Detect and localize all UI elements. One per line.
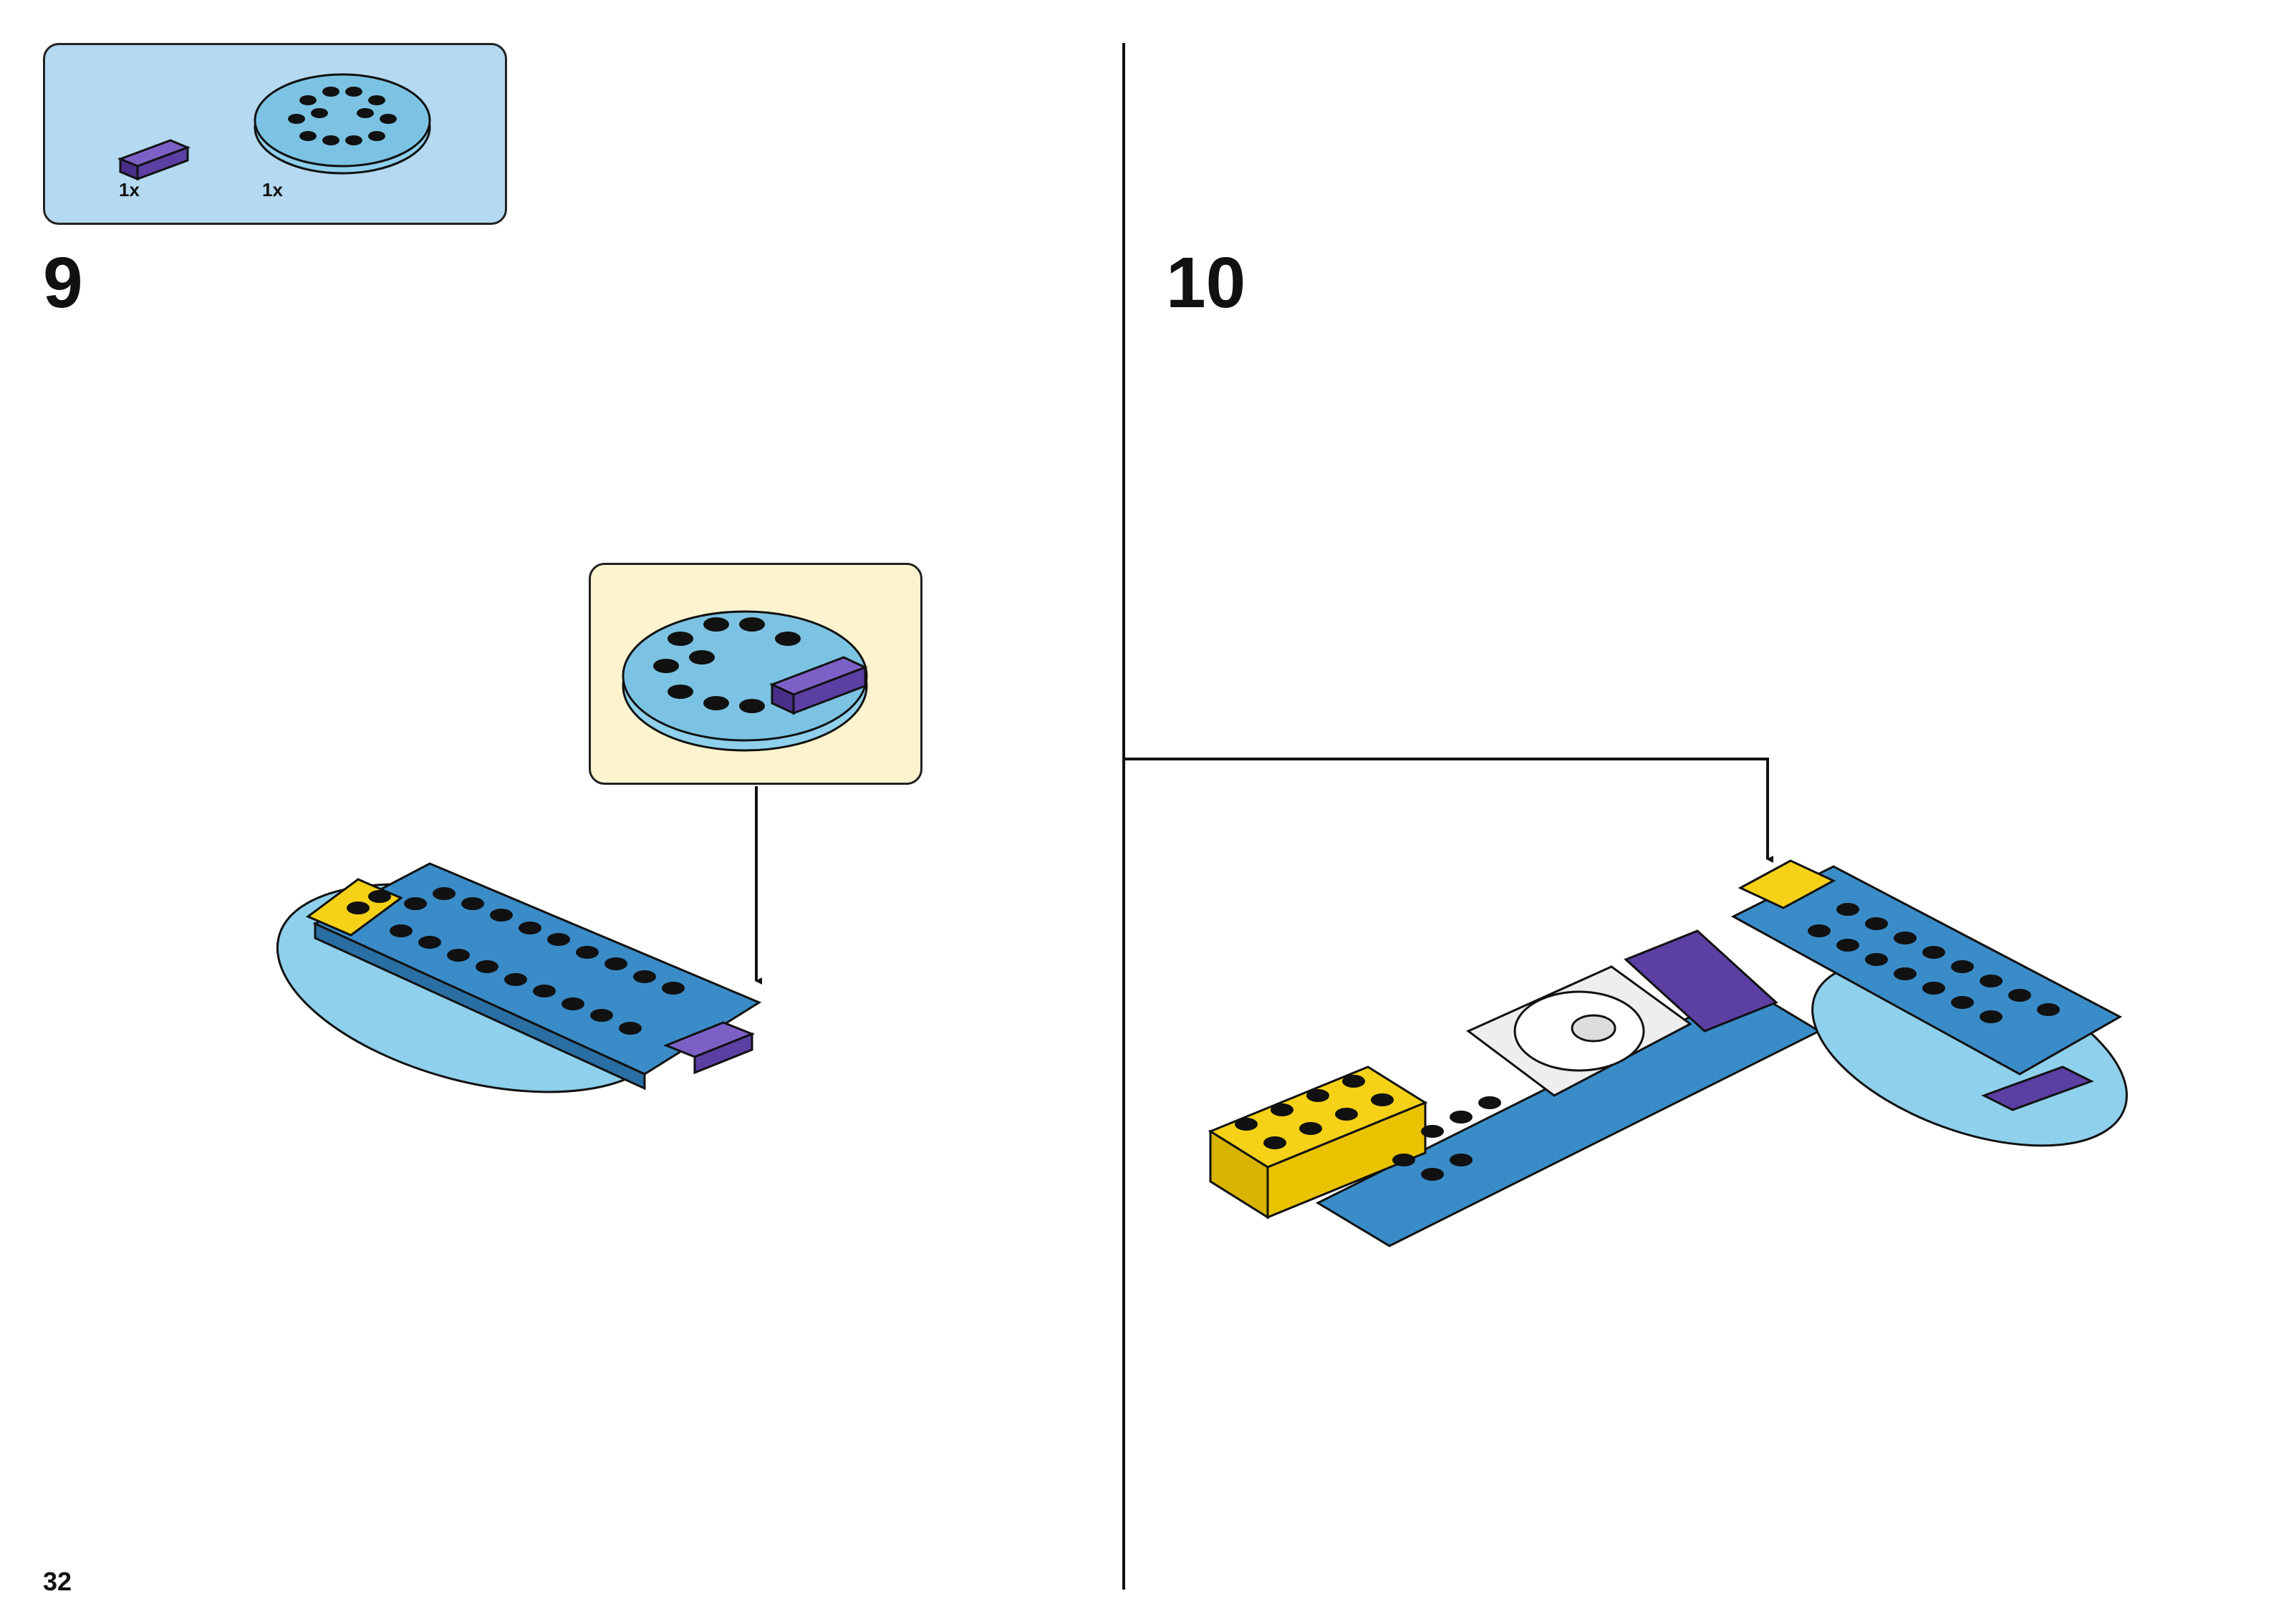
light-blue-gear-plate-icon: [254, 73, 431, 175]
part-qty-gear: 1x: [262, 179, 283, 200]
step-number-9: 9: [43, 243, 83, 323]
step-10-arrow: [1125, 758, 1773, 863]
callout-gear-with-tile: [622, 610, 868, 752]
step-number-10: 10: [1166, 243, 1246, 323]
purple-tile-icon: [117, 139, 191, 181]
step-divider: [1122, 43, 1125, 1590]
part-qty-tile: 1x: [119, 179, 140, 200]
step-10-assembly: [1208, 859, 2128, 1247]
step-9-assembly: [276, 862, 762, 1093]
page-number: 32: [43, 1567, 72, 1596]
